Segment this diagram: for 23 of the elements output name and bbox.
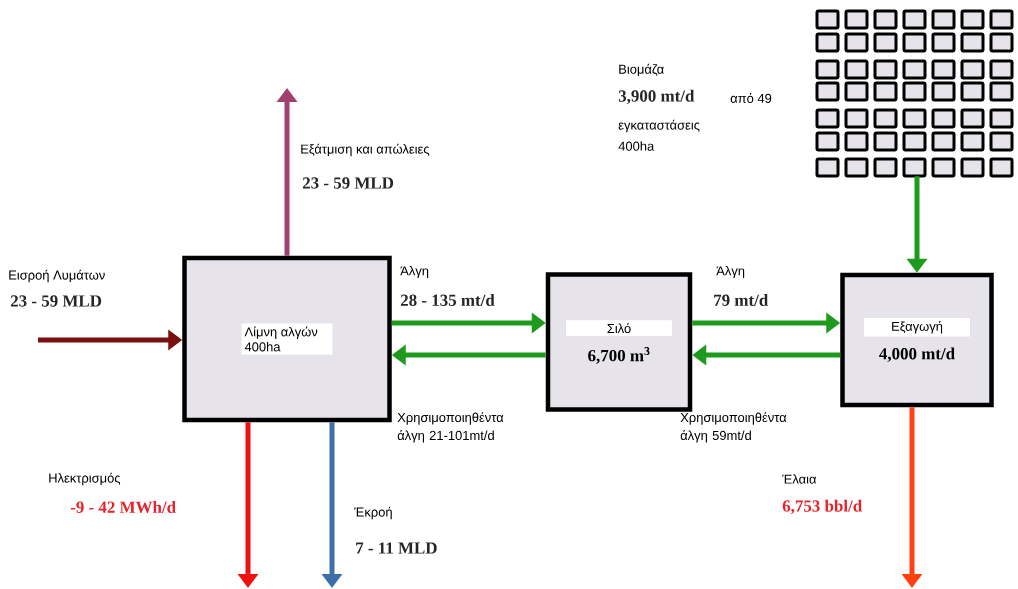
process-box: Λίμνη αλγών 400ha	[182, 255, 392, 423]
flow-label: 400ha	[618, 141, 655, 151]
flow-value: 6,753 bbl/d	[782, 499, 863, 515]
flow-label: Άλγη	[716, 265, 745, 279]
flow-label: Χρησιμοποιηθέντα άλγη 59mt/d	[680, 412, 787, 443]
flow-label: Εισροή Λυμάτων	[9, 269, 105, 283]
flow-label: από 49	[730, 93, 772, 103]
flow-value: 3,900 mt/d	[618, 89, 695, 105]
flow-value: 7 - 11 MLD	[356, 542, 437, 554]
flow-label: εγκαταστάσεις	[618, 119, 700, 133]
flow-value: 23 - 59 MLD	[302, 177, 394, 189]
flow-label: Ηλεκτρισμός	[49, 472, 121, 486]
building-grid-drawing	[815, 9, 1014, 178]
flow-label: Χρησιμοποιηθέντα άλγη 21-101mt/d	[397, 412, 504, 443]
flow-label: Εξάτμιση και απώλειες	[301, 143, 430, 157]
flow-label: Βιομάζα	[619, 63, 664, 77]
process-box: Σιλό 6,700 m$^{3}$	[545, 272, 693, 412]
flow-value: 79 mt/d	[714, 294, 769, 306]
flow-label: Έλαια	[782, 474, 817, 484]
flow-label: Έκροή	[354, 506, 392, 520]
flow-value: 23 - 59 MLD	[10, 295, 102, 307]
process-box: Εξαγωγή 4,000 mt/d	[840, 272, 994, 408]
flow-value: -9 - 42 MWh/d	[70, 501, 176, 513]
